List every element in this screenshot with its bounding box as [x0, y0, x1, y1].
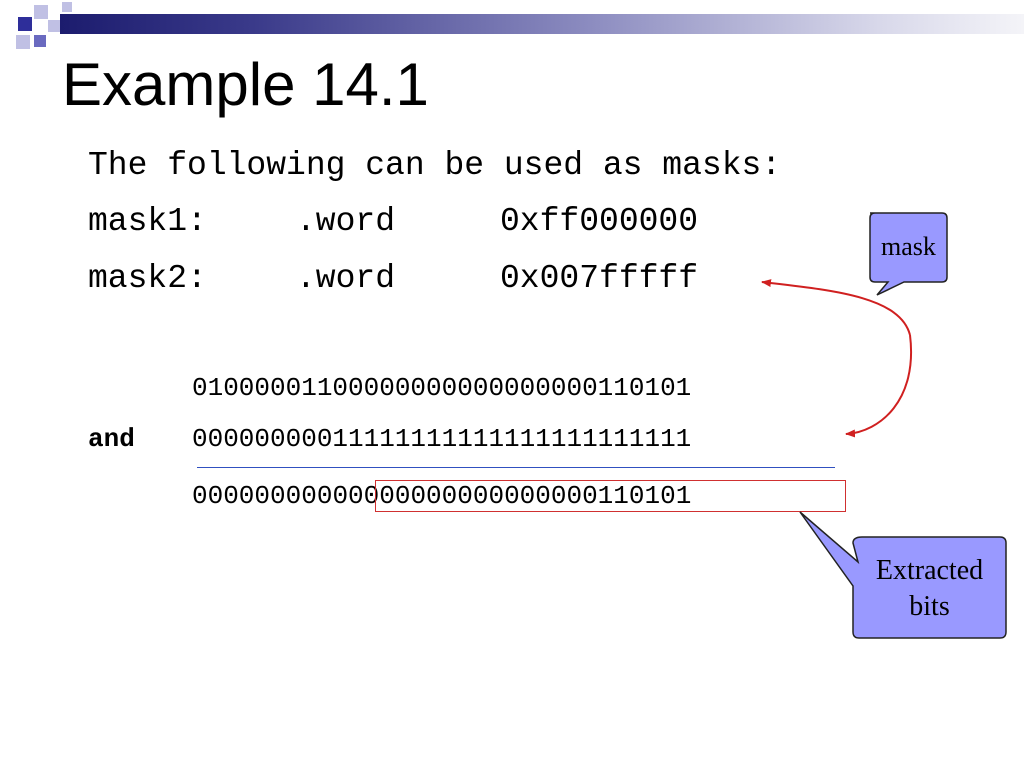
result-prefix: 000000000 [192, 481, 333, 511]
header-gradient-bar [60, 14, 1024, 34]
decor-square [34, 5, 48, 19]
mask1-label: mask1: [88, 203, 207, 240]
mask2-directive: .word [296, 260, 396, 297]
mask-callout-bubble [869, 212, 948, 296]
result-rule [197, 467, 835, 468]
extracted-bits-box [375, 480, 846, 512]
and-operator: and [88, 424, 135, 454]
mask1-value: 0xff000000 [500, 203, 699, 240]
decor-square [48, 20, 60, 32]
mask2-value: 0x007fffff [500, 260, 699, 297]
operand1-bits: 01000001100000000000000000110101 [192, 373, 692, 403]
operand2-bits: 00000000011111111111111111111111 [192, 424, 692, 454]
result-extracted: 00000000000000000110101 [332, 481, 692, 511]
mask2-label: mask2: [88, 260, 207, 297]
decor-square [62, 2, 72, 12]
mask1-directive: .word [296, 203, 396, 240]
result-bits: 00000000000000000000000000110101 [192, 481, 691, 511]
extracted-callout-bubble [799, 511, 1007, 639]
extracted-callout-line: Extracted [875, 555, 984, 586]
decor-square [18, 17, 32, 31]
operand2-arrow [845, 334, 913, 438]
extracted-callout-text: Extracted bits [853, 553, 1006, 625]
extracted-callout-line: bits [909, 591, 950, 622]
decor-square [34, 35, 46, 47]
slide-title: Example 14.1 [62, 51, 429, 118]
decor-square [16, 35, 30, 49]
intro-text: The following can be used as masks: [88, 147, 782, 184]
mask2-arrow [761, 279, 911, 336]
mask-callout-text: mask [881, 232, 936, 261]
